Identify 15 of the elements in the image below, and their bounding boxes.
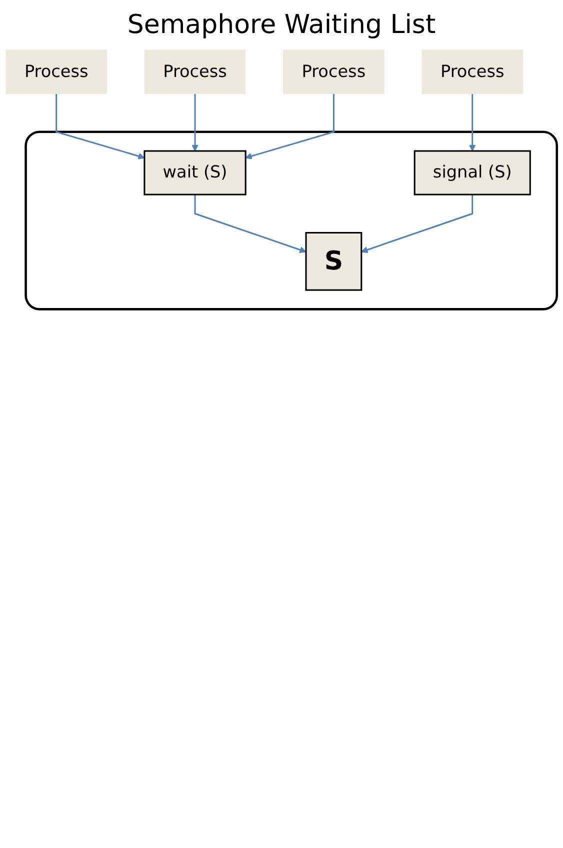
node-box: Process [422, 50, 523, 94]
diagram-title: Semaphore Waiting List [126, 10, 437, 40]
node-box: S [305, 232, 362, 291]
node-box: Process [144, 50, 246, 94]
node-box: Process [283, 50, 384, 94]
node-box: wait (S) [144, 150, 246, 196]
arrow [245, 94, 334, 160]
arrow [192, 94, 198, 152]
arrow [361, 194, 474, 254]
arrow [194, 194, 306, 254]
arrow [469, 94, 476, 152]
node-box: Process [6, 50, 107, 94]
cluster [24, 130, 558, 310]
arrow [56, 94, 145, 160]
node-box: signal (S) [414, 150, 531, 196]
